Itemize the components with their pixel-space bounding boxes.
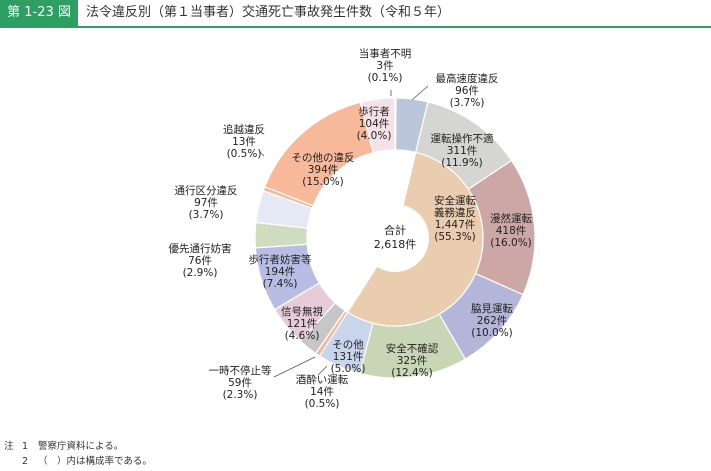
leader-line-13 — [259, 151, 265, 157]
figure-title: 法令違反別（第１当事者）交通死亡事故発生件数（令和５年） — [86, 5, 451, 20]
leader-line-1 — [411, 85, 429, 101]
note-number: 2 — [22, 456, 29, 467]
note-2: 2 （ ）内は構成率である。 — [4, 453, 152, 467]
note-prefix: 注 — [4, 441, 14, 452]
header-rule — [0, 26, 711, 28]
figure-number: 第 1-23 図 — [0, 0, 78, 26]
leader-line-7 — [317, 365, 328, 376]
center-hole — [361, 204, 429, 272]
figure-header: 第 1-23 図 法令違反別（第１当事者）交通死亡事故発生件数（令和５年） — [0, 0, 711, 26]
inner-slice-rest — [306, 149, 417, 313]
note-text: （ ）内は構成率である。 — [38, 456, 152, 467]
note-number: 1 — [22, 441, 29, 452]
note-text: 警察庁資料による。 — [38, 441, 124, 452]
leader-line-8 — [273, 356, 316, 378]
